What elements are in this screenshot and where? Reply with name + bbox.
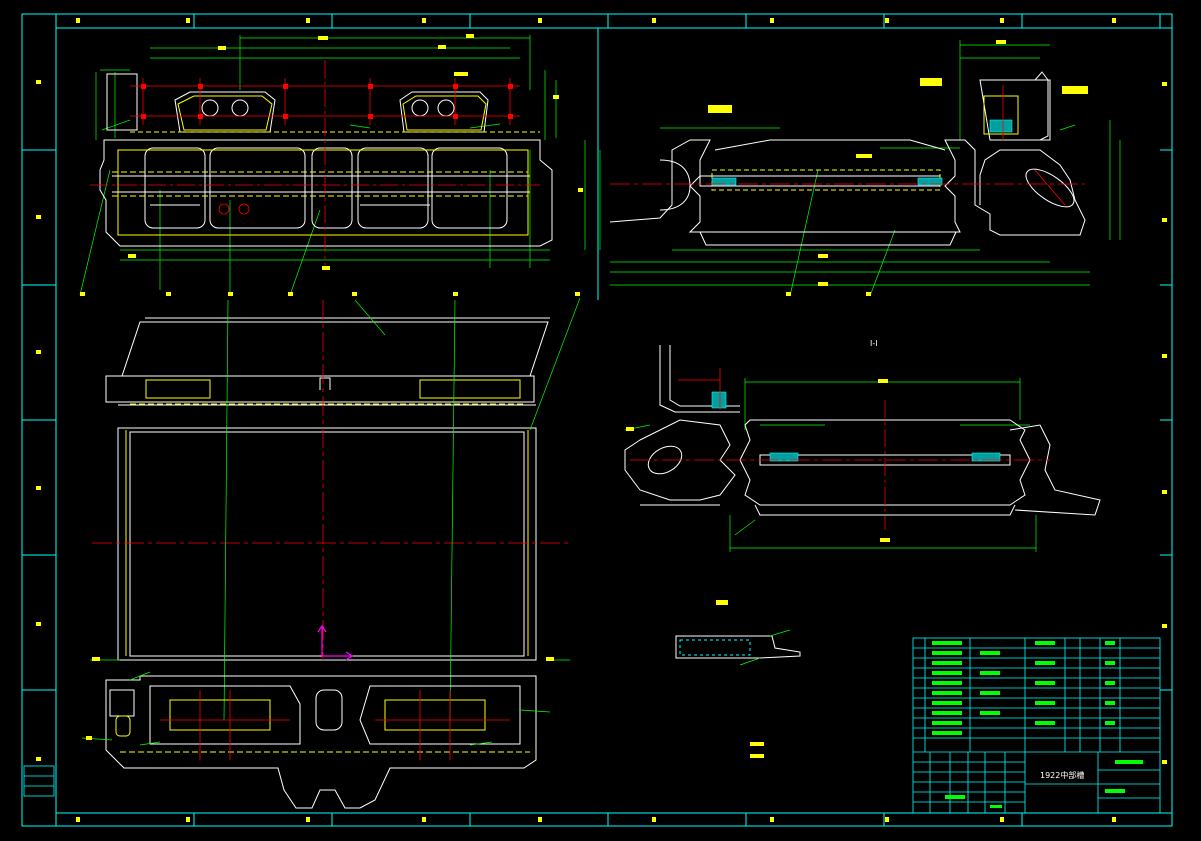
plan-view [90, 297, 581, 721]
zone-markers [36, 18, 1167, 822]
top-right-cross-section [578, 40, 1121, 297]
detail-piece [675, 600, 801, 666]
title-block: 1922中部槽 [912, 637, 1161, 814]
section-label: I-I [870, 339, 878, 348]
drawing-title: 1922中部槽 [1040, 770, 1084, 780]
section-i-view: I-I [624, 339, 1101, 552]
top-left-side-view [79, 34, 580, 296]
revision-box [23, 765, 55, 797]
bottom-end-view [81, 657, 764, 809]
sheet-frame [21, 13, 1173, 827]
